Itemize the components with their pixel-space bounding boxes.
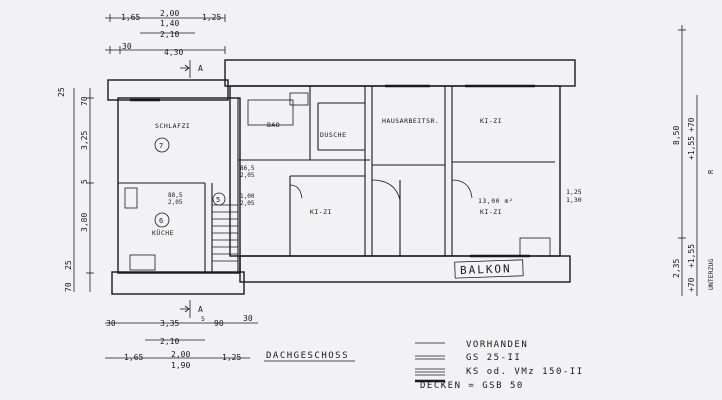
top-dimension-lines xyxy=(105,14,226,54)
dim-right-3: +1,55 xyxy=(687,136,696,160)
dim-bottom-4: 90 xyxy=(214,319,224,328)
section-marker-bottom xyxy=(180,300,191,318)
dim-right-6: +70 xyxy=(687,277,696,292)
dim-left-2: 70 xyxy=(80,96,89,106)
room-label-kueche: KÜCHE xyxy=(152,228,174,237)
room-label-ki-right: KI-ZI xyxy=(480,208,502,216)
dim-top-5: 2,10 xyxy=(160,30,179,39)
dim-left-5: 3,80 xyxy=(80,213,89,232)
dim-top-6: 30 xyxy=(122,42,132,51)
dim-bottom-7: 1,65 xyxy=(124,353,143,362)
room-label-hausarbeit: HAUSARBEITSR. xyxy=(382,117,439,125)
section-marker-top xyxy=(180,60,191,78)
room-number-5: 5 xyxy=(216,196,220,204)
room-label-schlafzi: SCHLAFZI xyxy=(155,122,190,130)
dim-right-5: +1,55 xyxy=(687,244,696,268)
legend-vorhanden: VORHANDEN xyxy=(466,340,528,350)
interior-walls xyxy=(118,86,555,273)
bottom-dimension-lines xyxy=(105,322,258,359)
inner-note-2: 2,05 xyxy=(240,172,255,179)
dim-bottom-5: 30 xyxy=(243,314,253,323)
dim-right-2: +70 xyxy=(687,117,696,132)
dim-bottom-6: 2,10 xyxy=(160,337,179,346)
dim-bottom-9: 1,90 xyxy=(171,361,190,370)
dim-left-1: 25 xyxy=(57,87,66,97)
room-number-6: 6 xyxy=(159,217,163,225)
floor-title: DACHGESCHOSS xyxy=(266,351,349,361)
room-label-dusche: DUSCHE xyxy=(320,131,346,139)
room-number-7: 7 xyxy=(159,142,163,150)
dim-bottom-8: 2,00 xyxy=(171,350,190,359)
dim-left-3: 3,25 xyxy=(80,131,89,150)
dim-left-4: 5 xyxy=(80,179,89,184)
dim-right-1: 8,50 xyxy=(672,126,681,145)
legend-ks: KS od. VMz 150-II xyxy=(466,367,584,377)
dim-right-7: UNTERZUG xyxy=(707,259,715,290)
section-label-top: A xyxy=(198,64,203,73)
room-circle-6 xyxy=(154,212,170,228)
inner-note-8: 1,30 xyxy=(566,196,582,204)
dim-top-1: 1,65 xyxy=(121,13,140,22)
room-label-bad: BAD xyxy=(267,121,280,129)
dim-left-6: 25 xyxy=(64,260,73,270)
room-area-ki: 13,00 m² xyxy=(478,197,513,205)
openings xyxy=(130,84,535,258)
inner-note-6: 2,05 xyxy=(168,199,183,206)
left-dimension-lines xyxy=(73,88,94,292)
dim-bottom-1: 30 xyxy=(106,319,116,328)
inner-note-3: 1,00 xyxy=(240,193,255,200)
dim-right-8: R xyxy=(707,169,715,174)
inner-note-1: 86,5 xyxy=(240,165,255,172)
room-label-balkon: BALKON xyxy=(460,262,512,277)
dim-top-7: 4,30 xyxy=(164,48,183,57)
inner-note-4: 2,05 xyxy=(240,200,255,207)
balkon-box xyxy=(454,259,524,279)
room-circle-5 xyxy=(212,192,226,206)
dim-top-3: 1,40 xyxy=(160,19,179,28)
dim-right-4: 2,35 xyxy=(672,259,681,278)
outer-walls xyxy=(107,59,576,295)
dim-bottom-2: 3,35 xyxy=(160,319,179,328)
inner-note-7: 1,25 xyxy=(566,188,582,196)
dim-top-2: 2,00 xyxy=(160,9,179,18)
dim-bottom-3: 5 xyxy=(201,315,205,323)
stair xyxy=(212,204,238,262)
dim-top-4: 1,25 xyxy=(202,13,221,22)
room-label-ki-mid: KI-ZI xyxy=(310,208,332,216)
room-circle-7 xyxy=(154,137,170,153)
room-label-ki-top: KI-ZI xyxy=(480,117,502,125)
legend-swatches xyxy=(264,342,445,383)
dim-bottom-10: 1,25 xyxy=(222,353,241,362)
legend-gs: GS 25-II xyxy=(466,353,521,363)
fixtures xyxy=(124,92,551,271)
dim-left-7: 70 xyxy=(64,282,73,292)
right-dimension-lines xyxy=(678,25,698,296)
inner-note-5: 88,5 xyxy=(168,192,183,199)
section-label-bottom: A xyxy=(198,305,203,314)
legend-decken: DECKEN = GSB 50 xyxy=(420,381,524,391)
